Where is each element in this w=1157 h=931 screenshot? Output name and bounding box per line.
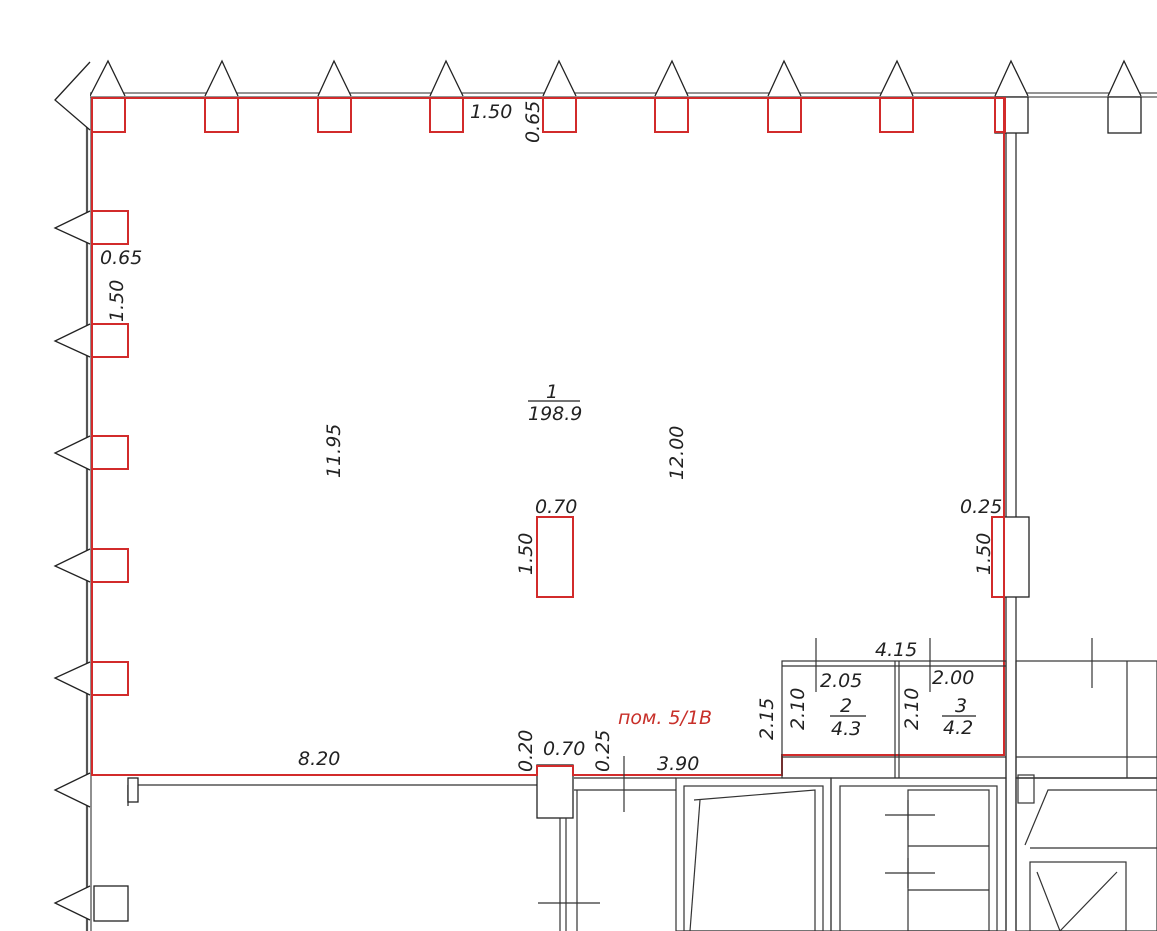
dimension-labels: 1.50 0.65 0.65 1.50 1 198.9 11.95 12.00 …: [100, 101, 1002, 775]
room2-number: 2: [840, 695, 852, 717]
center-col-width: 0.70: [535, 496, 577, 518]
col-top-depth: 0.65: [522, 101, 544, 143]
bottom-gap: 0.25: [592, 730, 614, 772]
rooms-height: 2.15: [756, 698, 778, 740]
top-axis-markers: [89, 59, 1142, 97]
room3-height: 2.10: [901, 688, 923, 730]
room1-number: 1: [546, 381, 558, 403]
room3-width: 2.00: [932, 667, 974, 689]
right-col-height: 1.50: [973, 533, 995, 575]
room2-height: 2.10: [787, 688, 809, 730]
bottom-left-length: 8.20: [298, 748, 340, 770]
premises-label: пом. 5/1В: [618, 707, 712, 729]
lower-structures: [538, 638, 1157, 931]
col-top-width: 1.50: [470, 101, 512, 123]
room-outline: [91, 97, 1006, 776]
columns: [93, 96, 1142, 922]
col-left-depth: 0.65: [100, 247, 142, 269]
room3-number: 3: [955, 695, 967, 717]
left-length: 11.95: [323, 424, 345, 478]
rooms-width: 4.15: [875, 639, 917, 661]
mid-length: 12.00: [666, 426, 688, 480]
col-left-width: 1.50: [106, 280, 128, 322]
room1-area: 198.9: [528, 403, 582, 425]
bottom-right-length: 3.90: [657, 753, 699, 775]
room2-area: 4.3: [831, 718, 861, 740]
bottom-col-width: 0.70: [543, 738, 585, 760]
center-col-height: 1.50: [515, 533, 537, 575]
left-axis-markers: [53, 61, 91, 921]
bottom-col-height: 0.20: [515, 730, 537, 772]
right-col-width: 0.25: [960, 496, 1002, 518]
room3-area: 4.2: [943, 717, 973, 739]
room2-width: 2.05: [820, 670, 862, 692]
